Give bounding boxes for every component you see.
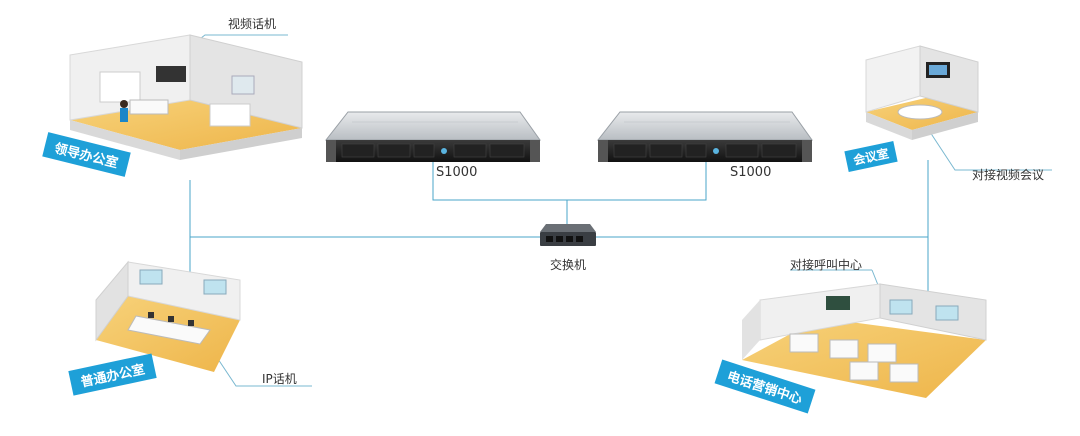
video-conf-callout: [929, 131, 1052, 171]
server-right: [596, 111, 813, 162]
call-center-room: [742, 283, 987, 398]
server-left-label: S1000: [436, 165, 478, 180]
switch-device: [540, 224, 596, 246]
server-right-label: S1000: [730, 165, 772, 180]
meeting-room: [865, 45, 979, 140]
video-phone-label: 视频话机: [228, 17, 277, 31]
server-left: [324, 111, 541, 162]
general-office-room: [95, 260, 241, 372]
ip-phone-label: IP话机: [262, 372, 297, 386]
switch-label: 交换机: [550, 258, 587, 272]
call-center-dock-label: 对接呼叫中心: [790, 258, 863, 272]
server-pair-link: [432, 160, 707, 201]
leader-office-room: [69, 34, 303, 160]
video-conf-label: 对接视频会议: [972, 168, 1045, 182]
